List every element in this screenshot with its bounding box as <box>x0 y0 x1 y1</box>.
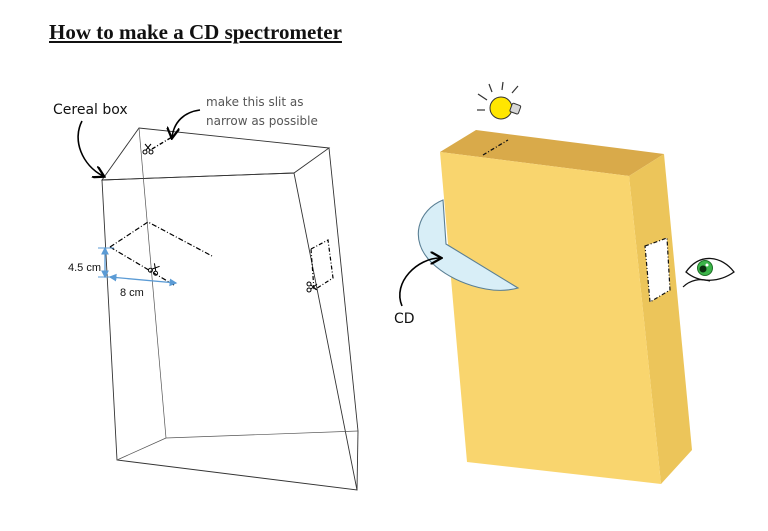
eye-icon <box>682 257 735 288</box>
slit-pointer-arrow <box>172 109 201 137</box>
cd-pointer-arrow <box>399 258 440 307</box>
box-front-face <box>101 172 358 491</box>
slit-note-line1: make this slit as <box>206 95 304 109</box>
top-slit-line <box>151 136 173 150</box>
page-title: How to make a CD spectrometer <box>49 20 342 44</box>
yellow-box <box>440 130 692 484</box>
front-cut-lines <box>109 221 213 286</box>
slit-note-line2: narrow as possible <box>206 114 318 128</box>
yellow-side-window <box>644 237 671 304</box>
wireframe-box <box>101 127 359 491</box>
yellow-box-front <box>440 152 661 484</box>
scissors-icon <box>306 281 318 293</box>
width-dimension-arrow <box>108 273 178 287</box>
cd-label: CD <box>394 311 415 327</box>
yellow-top-slit <box>482 139 509 156</box>
light-bulb-icon <box>477 81 522 120</box>
height-label: 4.5 cm <box>68 262 101 274</box>
yellow-box-top <box>440 130 664 176</box>
cereal-box-pointer-arrow <box>77 120 103 176</box>
scissors-icon <box>142 143 154 155</box>
cereal-box-label: Cereal box <box>53 102 128 118</box>
box-top-face <box>101 127 331 181</box>
width-label: 8 cm <box>120 287 144 299</box>
side-window-cut <box>310 239 334 292</box>
yellow-box-side <box>629 154 692 484</box>
